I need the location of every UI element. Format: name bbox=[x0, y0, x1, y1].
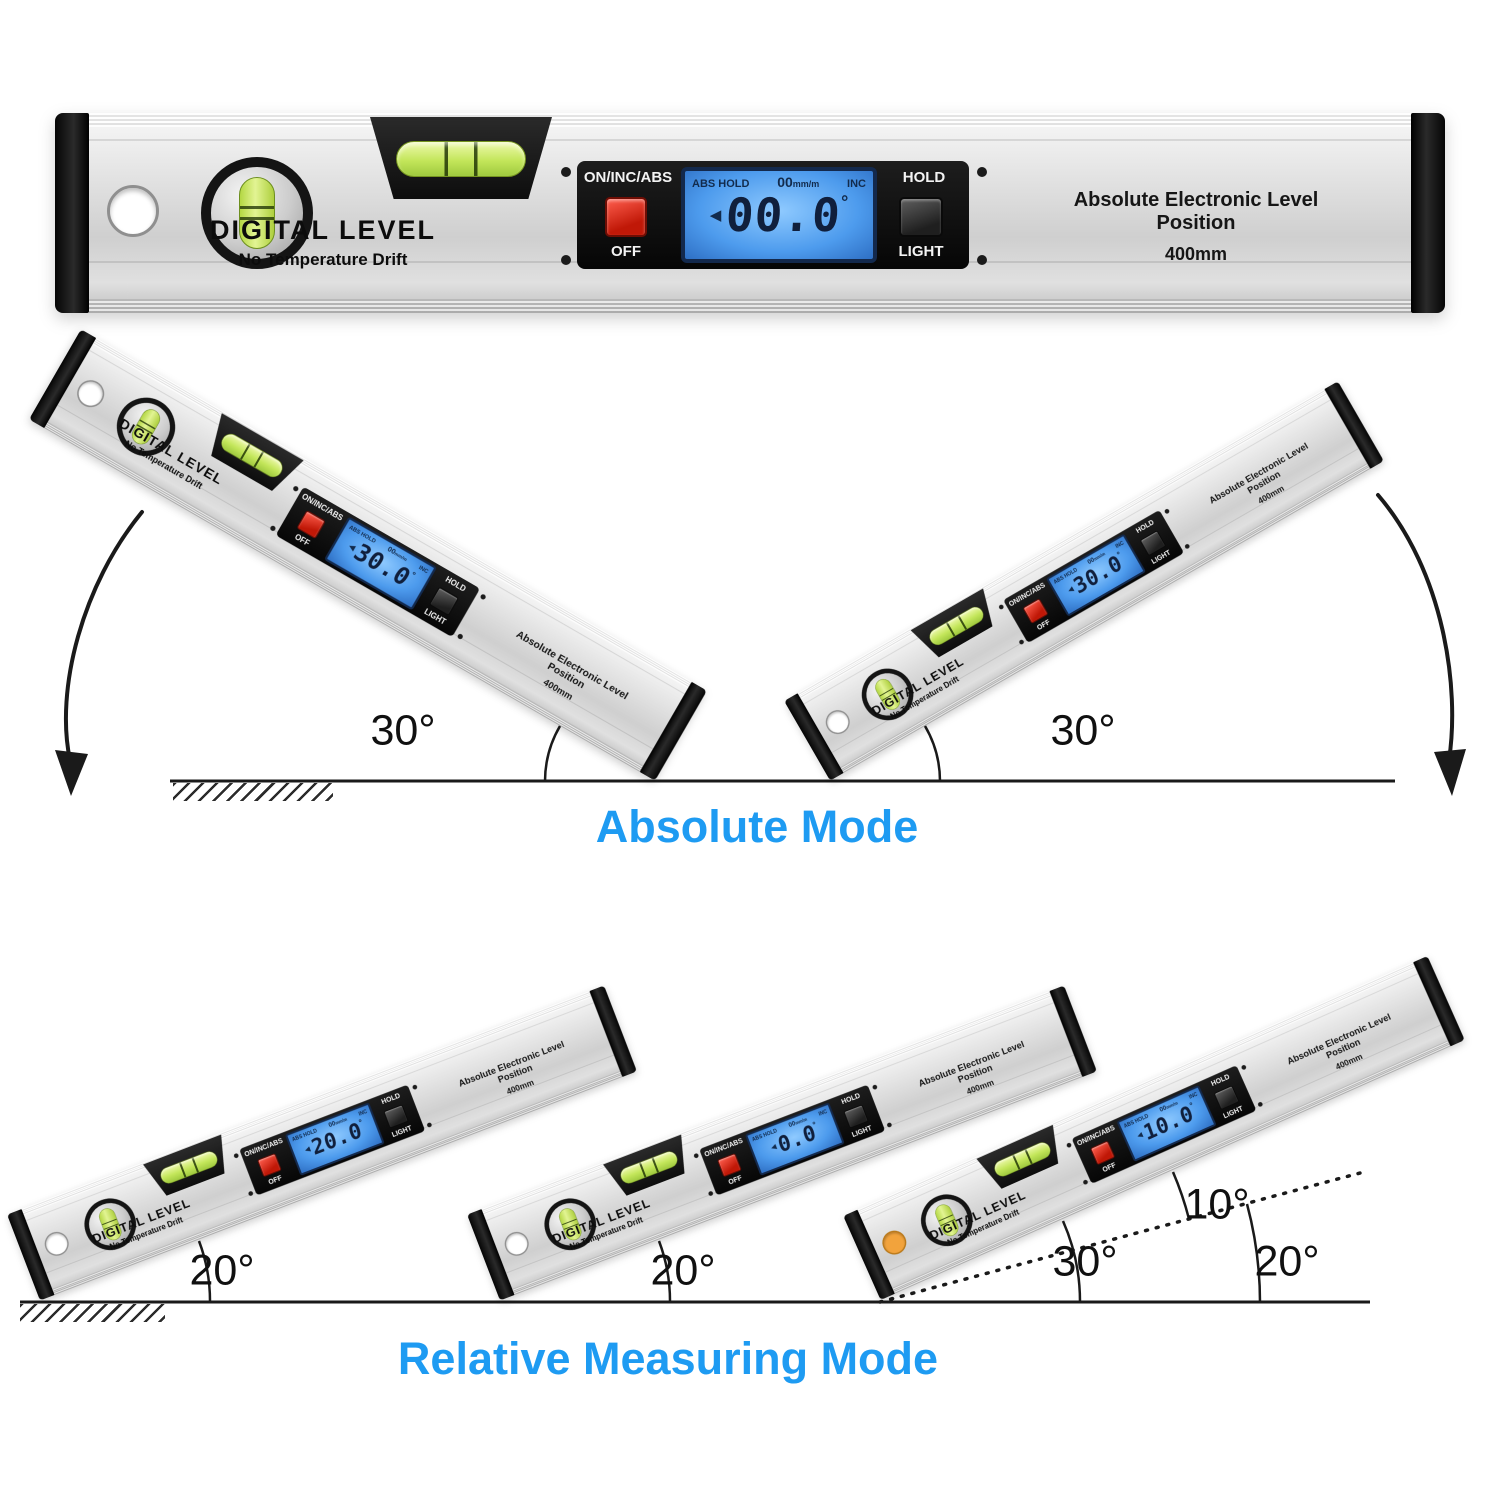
brand-subtitle: No Temperature Drift bbox=[238, 250, 408, 269]
lcd-pointer-icon: ◀ bbox=[303, 1145, 312, 1155]
lcd-status-row: ABS HOLD 00mm/m INC bbox=[685, 171, 873, 190]
angle-label-relative-3-surface: 20° bbox=[1254, 1237, 1320, 1286]
lcd-value: 00.0 bbox=[724, 188, 843, 242]
angle-arc bbox=[657, 1240, 672, 1303]
brand-title: DIGITAL LEVEL bbox=[209, 215, 436, 245]
on-inc-abs-label: ON/INC/ABS bbox=[583, 169, 673, 186]
angle-arc bbox=[1245, 1203, 1262, 1303]
hanging-hole bbox=[107, 185, 159, 237]
brand-block: DIGITAL LEVEL No Temperature Drift bbox=[183, 215, 463, 270]
angle-label-absolute-right: 30° bbox=[1050, 706, 1116, 755]
angle-arc bbox=[923, 725, 942, 782]
lcd-display: ABS HOLD 00mm/m INC ◀ 00.0 ° bbox=[681, 167, 877, 263]
rotation-arrow-right bbox=[1376, 493, 1455, 762]
side-length: 400mm bbox=[1164, 244, 1228, 264]
screw bbox=[561, 167, 571, 177]
hold-label: HOLD bbox=[902, 169, 946, 186]
angle-arc bbox=[1061, 1220, 1082, 1303]
level-main: DIGITAL LEVEL No Temperature Drift ON/IN… bbox=[55, 113, 1445, 313]
absolute-mode-label: Absolute Mode bbox=[595, 801, 919, 852]
lcd-pointer-icon: ◀ bbox=[709, 207, 722, 224]
end-cap-left bbox=[55, 113, 89, 313]
angle-label-absolute-left: 30° bbox=[370, 706, 436, 755]
lcd-mm-readout: 00mm/m bbox=[777, 174, 819, 190]
arrowhead-left bbox=[55, 750, 88, 796]
ground-hatching bbox=[20, 1304, 165, 1322]
relative-mode-label: Relative Measuring Mode bbox=[397, 1333, 939, 1384]
lcd-status-left: ABS HOLD bbox=[692, 178, 750, 190]
angle-label-relative-1: 20° bbox=[189, 1246, 255, 1295]
off-label: OFF bbox=[611, 243, 641, 260]
lcd-mm-value: 00 bbox=[777, 174, 793, 190]
angle-arc bbox=[543, 725, 562, 782]
screw bbox=[977, 255, 987, 265]
side-text-block: Absolute Electronic Level Position 400mm bbox=[1043, 189, 1349, 265]
side-label: Absolute Electronic Level Position bbox=[1073, 189, 1319, 234]
angle-label-relative-2: 20° bbox=[650, 1246, 716, 1295]
horizontal-bubble-vial bbox=[370, 117, 552, 199]
angle-label-relative-3-difference: 10° bbox=[1184, 1180, 1250, 1229]
ridge-bottom bbox=[89, 299, 1411, 313]
vial-capsule bbox=[396, 141, 526, 177]
ground-hatching bbox=[173, 783, 333, 801]
lcd-pointer-icon: ◀ bbox=[1135, 1130, 1144, 1141]
screw bbox=[561, 255, 571, 265]
lcd-status-right: INC bbox=[847, 178, 866, 190]
lcd-main-row: ◀ 00.0 ° bbox=[685, 188, 873, 242]
lcd-pointer-icon: ◀ bbox=[769, 1142, 778, 1152]
ridge-top bbox=[89, 113, 1411, 127]
power-button bbox=[605, 197, 647, 237]
control-panel: ON/INC/ABS OFF ABS HOLD 00mm/m INC ◀ 00.… bbox=[577, 161, 969, 269]
screw bbox=[977, 167, 987, 177]
arrowhead-right bbox=[1434, 749, 1466, 796]
hold-light-button bbox=[899, 197, 943, 237]
vial-capsule bbox=[239, 177, 275, 249]
light-label: LIGHT bbox=[898, 243, 944, 260]
body-groove bbox=[89, 139, 1411, 141]
lcd-degree-symbol: ° bbox=[841, 192, 849, 212]
end-cap-right bbox=[1411, 113, 1445, 313]
angle-label-relative-3-absolute: 30° bbox=[1052, 1237, 1118, 1286]
rotation-arrow-left bbox=[63, 510, 144, 762]
circular-bubble-vial bbox=[201, 157, 313, 269]
lcd-mm-unit: mm/m bbox=[792, 179, 820, 189]
angle-arc bbox=[197, 1240, 212, 1303]
